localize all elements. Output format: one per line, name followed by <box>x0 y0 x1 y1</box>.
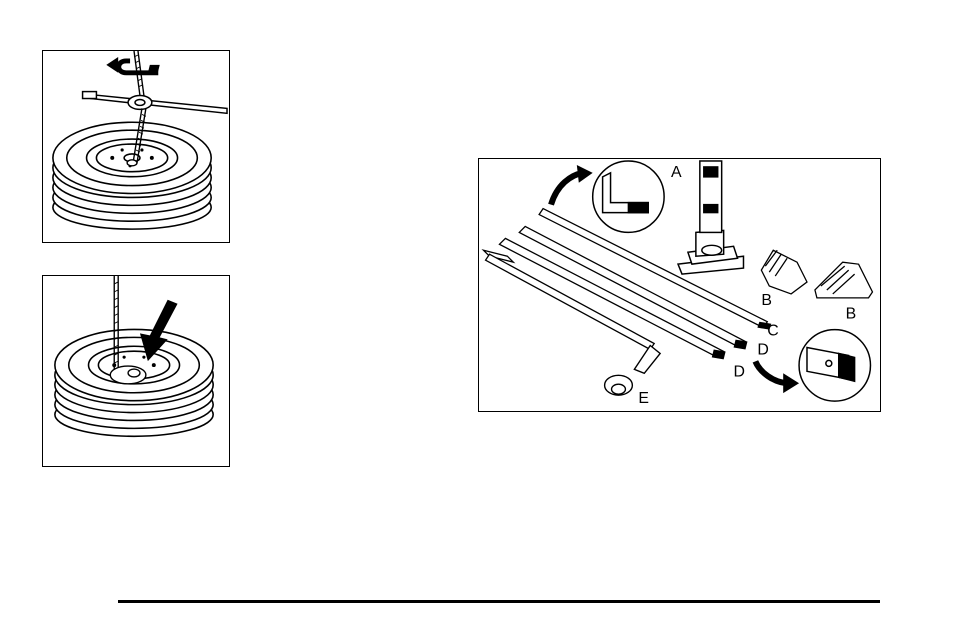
spare-tire-retainer-figure <box>42 275 230 467</box>
jack-and-tools-figure: A B B C D D E <box>478 158 881 412</box>
curved-rotate-arrow-icon <box>106 57 159 73</box>
page-bottom-rule <box>118 600 880 603</box>
label-d-upper: D <box>757 341 768 358</box>
spare-tire-retainer-illustration <box>43 276 229 466</box>
label-d-lower: D <box>734 363 745 380</box>
label-e: E <box>638 390 649 407</box>
label-b-right: B <box>846 306 857 323</box>
spare-tire-hoist-illustration <box>43 51 229 242</box>
label-c: C <box>767 323 778 340</box>
label-a: A <box>671 164 682 181</box>
jack-and-tools-illustration: A B B C D D E <box>479 159 880 411</box>
label-b-left: B <box>761 292 772 309</box>
curved-arrow-icon <box>755 361 799 393</box>
spare-tire-hoist-figure <box>42 50 230 243</box>
curved-arrow-icon <box>551 165 593 205</box>
